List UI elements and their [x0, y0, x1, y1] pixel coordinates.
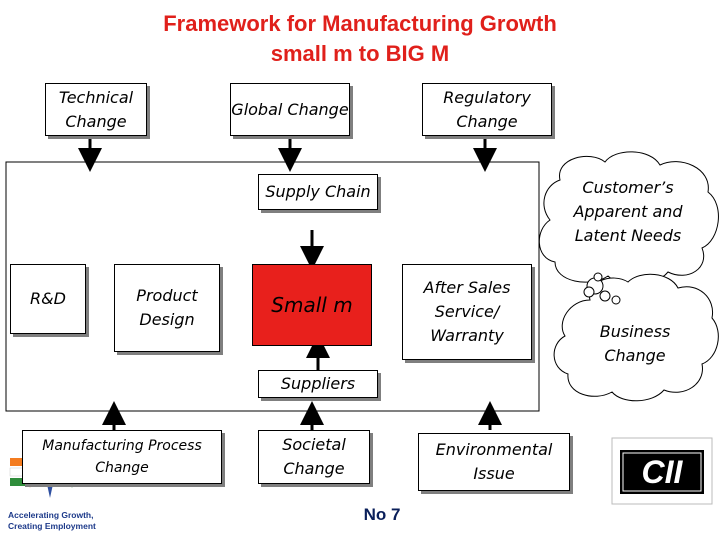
manufacturing-process-box: Manufacturing Process Change	[22, 430, 222, 484]
after-sales-box: After Sales Service/ Warranty	[402, 264, 532, 360]
societal-change-box: Societal Change	[258, 430, 370, 484]
cloud-connector	[611, 295, 621, 305]
slide-number: No 7	[363, 505, 401, 524]
title-line-2: small m to BIG M	[270, 41, 450, 66]
technical-change-box: Technical Change	[45, 83, 147, 136]
logo-tagline: Accelerating Growth, Creating Employment	[8, 510, 118, 532]
cii-brand-text: CII	[641, 453, 683, 490]
cloud-connector	[583, 286, 595, 298]
customer-needs-text: Customer’s Apparent and Latent Needs	[573, 178, 683, 245]
global-change-box: Global Change	[230, 83, 350, 136]
business-change-text: Business Change	[599, 322, 671, 365]
suppliers-box: Suppliers	[258, 370, 378, 398]
title-line-1: Framework for Manufacturing Growth	[163, 11, 557, 36]
product-design-box: Product Design	[114, 264, 220, 352]
logo-tagline-line-2: Creating Employment	[8, 521, 96, 531]
small-m-box: Small m	[252, 264, 372, 346]
supply-chain-box: Supply Chain	[258, 174, 378, 210]
logo-tagline-line-1: Accelerating Growth,	[8, 510, 94, 520]
customer-cloud	[538, 151, 719, 286]
rd-box: R&D	[10, 264, 86, 334]
regulatory-change-box: Regulatory Change	[422, 83, 552, 136]
environmental-issue-box: Environmental Issue	[418, 433, 570, 491]
main-frame	[5, 161, 540, 412]
business-cloud	[553, 273, 719, 402]
cii-logo-icon	[611, 437, 713, 505]
cloud-connector	[599, 290, 611, 302]
cloud-connector	[593, 272, 603, 282]
